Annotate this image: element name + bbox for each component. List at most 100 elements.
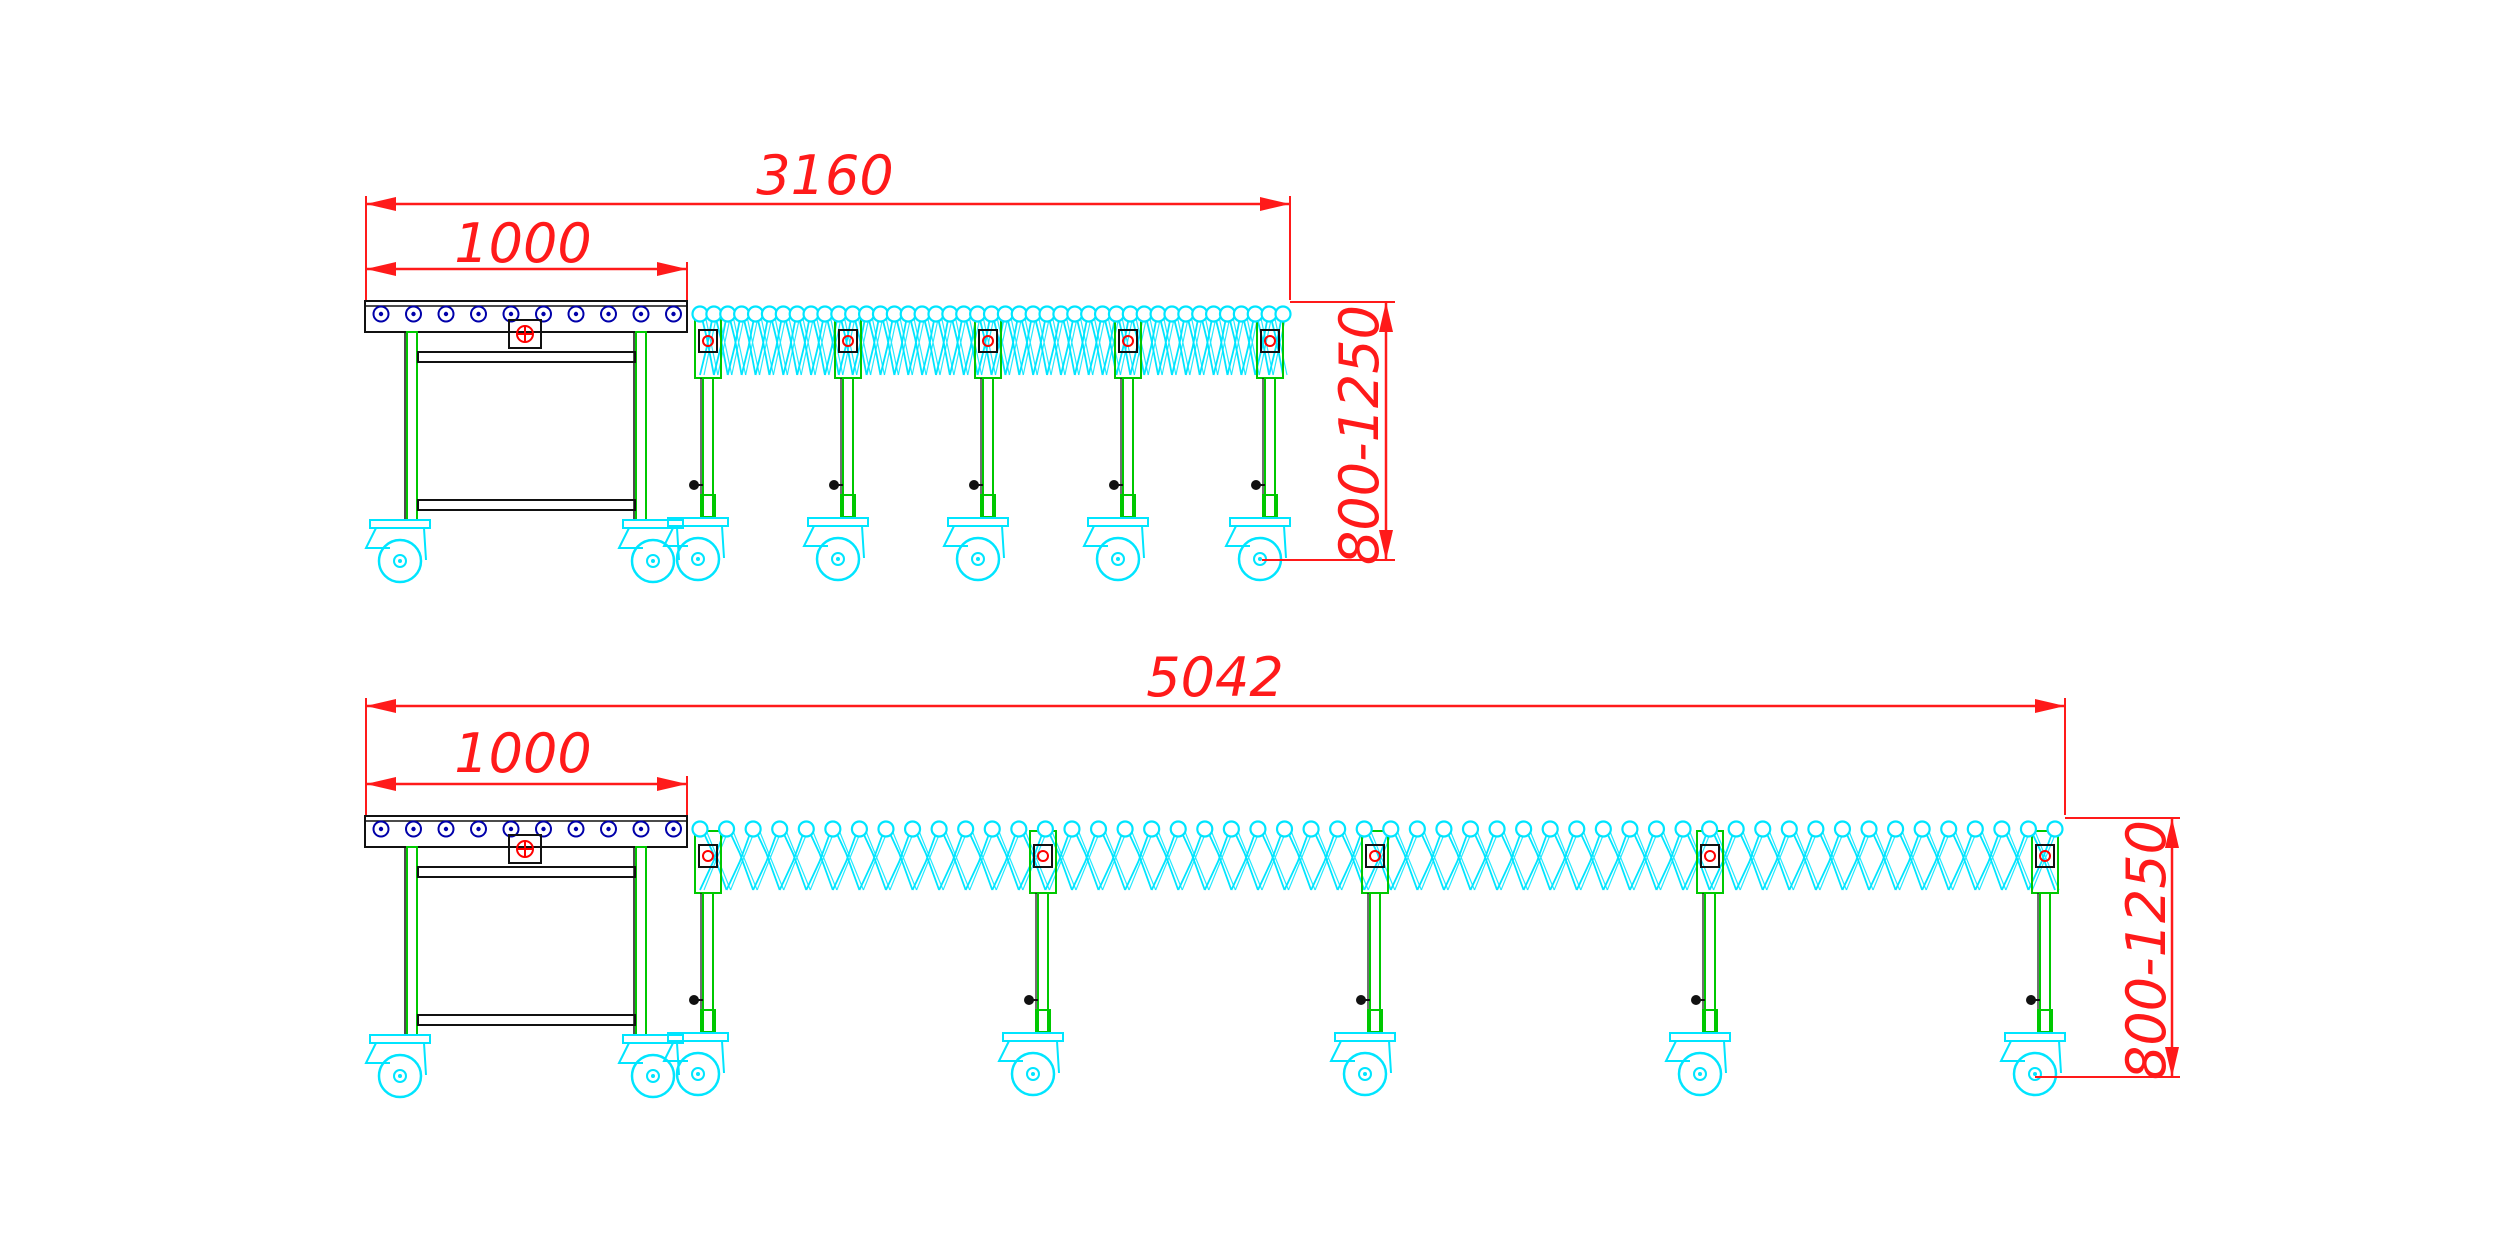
flex-roller [1093, 305, 1112, 323]
fixed-caster-right [617, 519, 684, 584]
flex-roller [903, 820, 922, 838]
flex-roller [1541, 820, 1559, 838]
flex-support-post [1224, 315, 1291, 582]
flex-roller [1116, 820, 1134, 838]
fixed-roller [600, 305, 617, 323]
flex-roller [802, 305, 820, 323]
flex-roller [1232, 305, 1250, 323]
flex-roller [771, 820, 789, 838]
flex-roller [733, 305, 751, 323]
flex-roller [1149, 305, 1167, 323]
flex-roller [1886, 820, 1905, 838]
fixed-roller [437, 305, 455, 323]
drive-box [508, 319, 542, 349]
flex-support-post [1999, 830, 2066, 1097]
flex-roller [1080, 305, 1098, 323]
post-leg [702, 377, 714, 519]
post-clamp [978, 329, 998, 353]
flex-roller [1246, 305, 1264, 323]
flex-roller [816, 305, 834, 323]
post-leg [702, 892, 714, 1034]
post-clamp [1700, 844, 1720, 868]
extended-conveyor-view [364, 698, 2180, 1099]
flex-roller [1488, 820, 1506, 838]
fixed-roller [502, 305, 520, 323]
post-clamp [698, 844, 718, 868]
flexible-conveyor-section [662, 820, 2066, 1097]
flex-roller [2019, 820, 2038, 838]
flex-roller [824, 820, 842, 838]
flex-roller [1860, 820, 1878, 838]
flex-roller [1274, 305, 1292, 323]
fixed-roller [632, 820, 650, 838]
flex-caster [997, 1032, 1064, 1097]
fixed-leg [635, 846, 647, 1036]
post-leg [2039, 892, 2051, 1034]
flex-roller [1727, 820, 1745, 838]
flex-roller [1515, 820, 1533, 838]
flex-roller [830, 305, 848, 323]
flex-roller [788, 305, 806, 323]
fixed-roller [567, 820, 585, 838]
flex-roller [1780, 820, 1798, 838]
flex-roller [1143, 820, 1161, 838]
post-leg [1264, 377, 1276, 519]
flex-roller [719, 305, 737, 323]
dimension-arrowhead [366, 777, 396, 791]
flex-roller [1249, 820, 1267, 838]
fixed-roller [437, 820, 455, 838]
post-clamp [1118, 329, 1138, 353]
flex-roller [1993, 820, 2011, 838]
flex-roller [1038, 305, 1056, 323]
fixed-roller [470, 305, 487, 323]
flex-roller [1275, 820, 1294, 838]
flex-roller [1218, 305, 1237, 323]
caster-wheel [675, 536, 721, 582]
flex-support-post [942, 315, 1009, 582]
flex-roller [1024, 305, 1042, 323]
flex-roller [774, 305, 792, 323]
flex-roller [1329, 820, 1347, 838]
post-leg [842, 377, 854, 519]
flex-roller [1408, 820, 1426, 838]
flex-caster [662, 1032, 729, 1097]
post-clamp [838, 329, 858, 353]
lower-brace [417, 499, 636, 511]
flex-roller [1594, 820, 1612, 838]
flex-roller [1169, 820, 1187, 838]
drive-box [508, 834, 542, 864]
caster-wheel [1677, 1051, 1723, 1097]
flex-roller [913, 305, 931, 323]
flex-caster [1329, 1032, 1396, 1097]
fixed-leg [406, 331, 418, 521]
flex-roller [1461, 820, 1480, 838]
flex-roller [1177, 305, 1195, 323]
flex-support-post [662, 830, 729, 1097]
fixed-roller [665, 820, 682, 838]
dimension-arrowhead [366, 699, 396, 713]
post-leg [1037, 892, 1049, 1034]
caster-wheel [955, 536, 1001, 582]
overall-length-dimension-extended: 5042 [1146, 646, 1283, 709]
fixed-roller [535, 820, 552, 838]
dimension-arrowhead [2165, 1047, 2179, 1077]
flex-roller [927, 305, 945, 323]
flex-roller [871, 305, 890, 323]
post-clamp [1260, 329, 1280, 353]
post-leg [1369, 892, 1381, 1034]
dimension-arrowhead [366, 197, 396, 211]
flex-roller [746, 305, 765, 323]
flex-roller [1010, 305, 1028, 323]
caster-wheel [377, 538, 423, 584]
caster-wheel [2012, 1051, 2058, 1097]
flex-roller [983, 820, 1001, 838]
flex-roller [1260, 305, 1278, 323]
flex-roller [1107, 305, 1126, 323]
caster-wheel [815, 536, 861, 582]
post-leg [982, 377, 994, 519]
caster-wheel [630, 1053, 676, 1099]
flex-roller [691, 305, 709, 323]
post-leg [1122, 377, 1134, 519]
flex-roller [1196, 820, 1214, 838]
